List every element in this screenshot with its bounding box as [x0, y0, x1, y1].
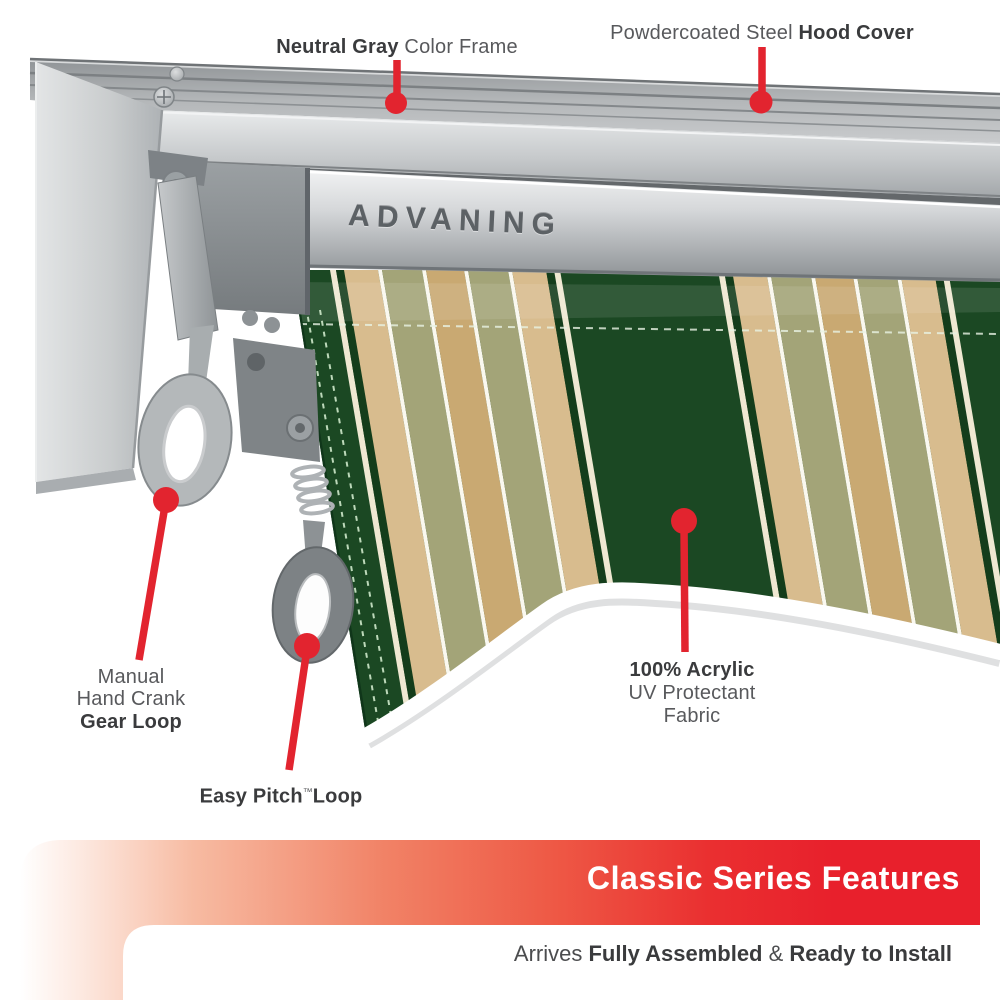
callout-label-hood-cover-regular: Powdercoated Steel — [610, 22, 799, 44]
callout-label-hood-cover: Powdercoated Steel Hood Cover — [592, 22, 932, 44]
gear-loop — [137, 373, 233, 507]
callout-pin-hood-cover — [749, 47, 773, 114]
callout-label-gear-loop-line1: Manual — [97, 666, 165, 688]
callout-label-easy-pitch: Easy Pitch™Loop — [161, 782, 401, 808]
banner-subtitle-bold1: Fully Assembled — [588, 941, 763, 966]
callout-label-gear-loop-line2: Hand Crank — [76, 688, 186, 711]
crank-arm-assembly — [137, 150, 355, 664]
feature-banner — [20, 840, 980, 1000]
callout-label-gear-loop: Manual Hand Crank Gear Loop — [31, 666, 231, 733]
callout-label-fabric-line1: 100% Acrylic — [629, 659, 755, 681]
trademark-symbol: ™ — [302, 787, 313, 798]
callout-pin-gear-loop — [135, 487, 179, 661]
callout-label-fabric: 100% Acrylic UV Protectant Fabric — [572, 659, 812, 728]
banner-title: Classic Series Features — [586, 860, 960, 896]
callout-pin-neutral-gray — [385, 60, 407, 114]
banner-subtitle-regular2: & — [762, 941, 790, 966]
banner-subtitle-regular1: Arrives — [513, 941, 589, 966]
callout-label-easy-pitch-bold2: Loop — [312, 785, 363, 808]
hood-screw-icon — [153, 66, 185, 108]
callout-label-neutral-gray-regular: Color Frame — [398, 36, 518, 58]
hood-end-cap — [35, 62, 164, 494]
callout-label-fabric-line3: Fabric — [663, 705, 721, 727]
callout-pin-fabric — [671, 508, 697, 653]
callout-label-neutral-gray: Neutral Gray Color Frame — [237, 36, 557, 58]
callout-label-fabric-line2: UV Protectant — [628, 682, 756, 704]
fabric-valance — [358, 582, 1000, 749]
callout-pins — [135, 47, 773, 771]
callout-pin-easy-pitch — [285, 633, 320, 771]
banner-subtitle: Arrives Fully Assembled & Ready to Insta… — [152, 941, 952, 967]
easy-pitch-loop — [271, 546, 355, 664]
callout-label-gear-loop-line3: Gear Loop — [80, 710, 182, 733]
roller-bar — [196, 162, 1000, 315]
callout-label-hood-cover-bold: Hood Cover — [798, 22, 914, 44]
callout-label-neutral-gray-bold: Neutral Gray — [276, 36, 399, 58]
banner-subtitle-bold2: Ready to Install — [789, 941, 952, 966]
callout-label-easy-pitch-bold1: Easy Pitch — [199, 785, 303, 808]
awning-fabric — [292, 270, 1000, 749]
